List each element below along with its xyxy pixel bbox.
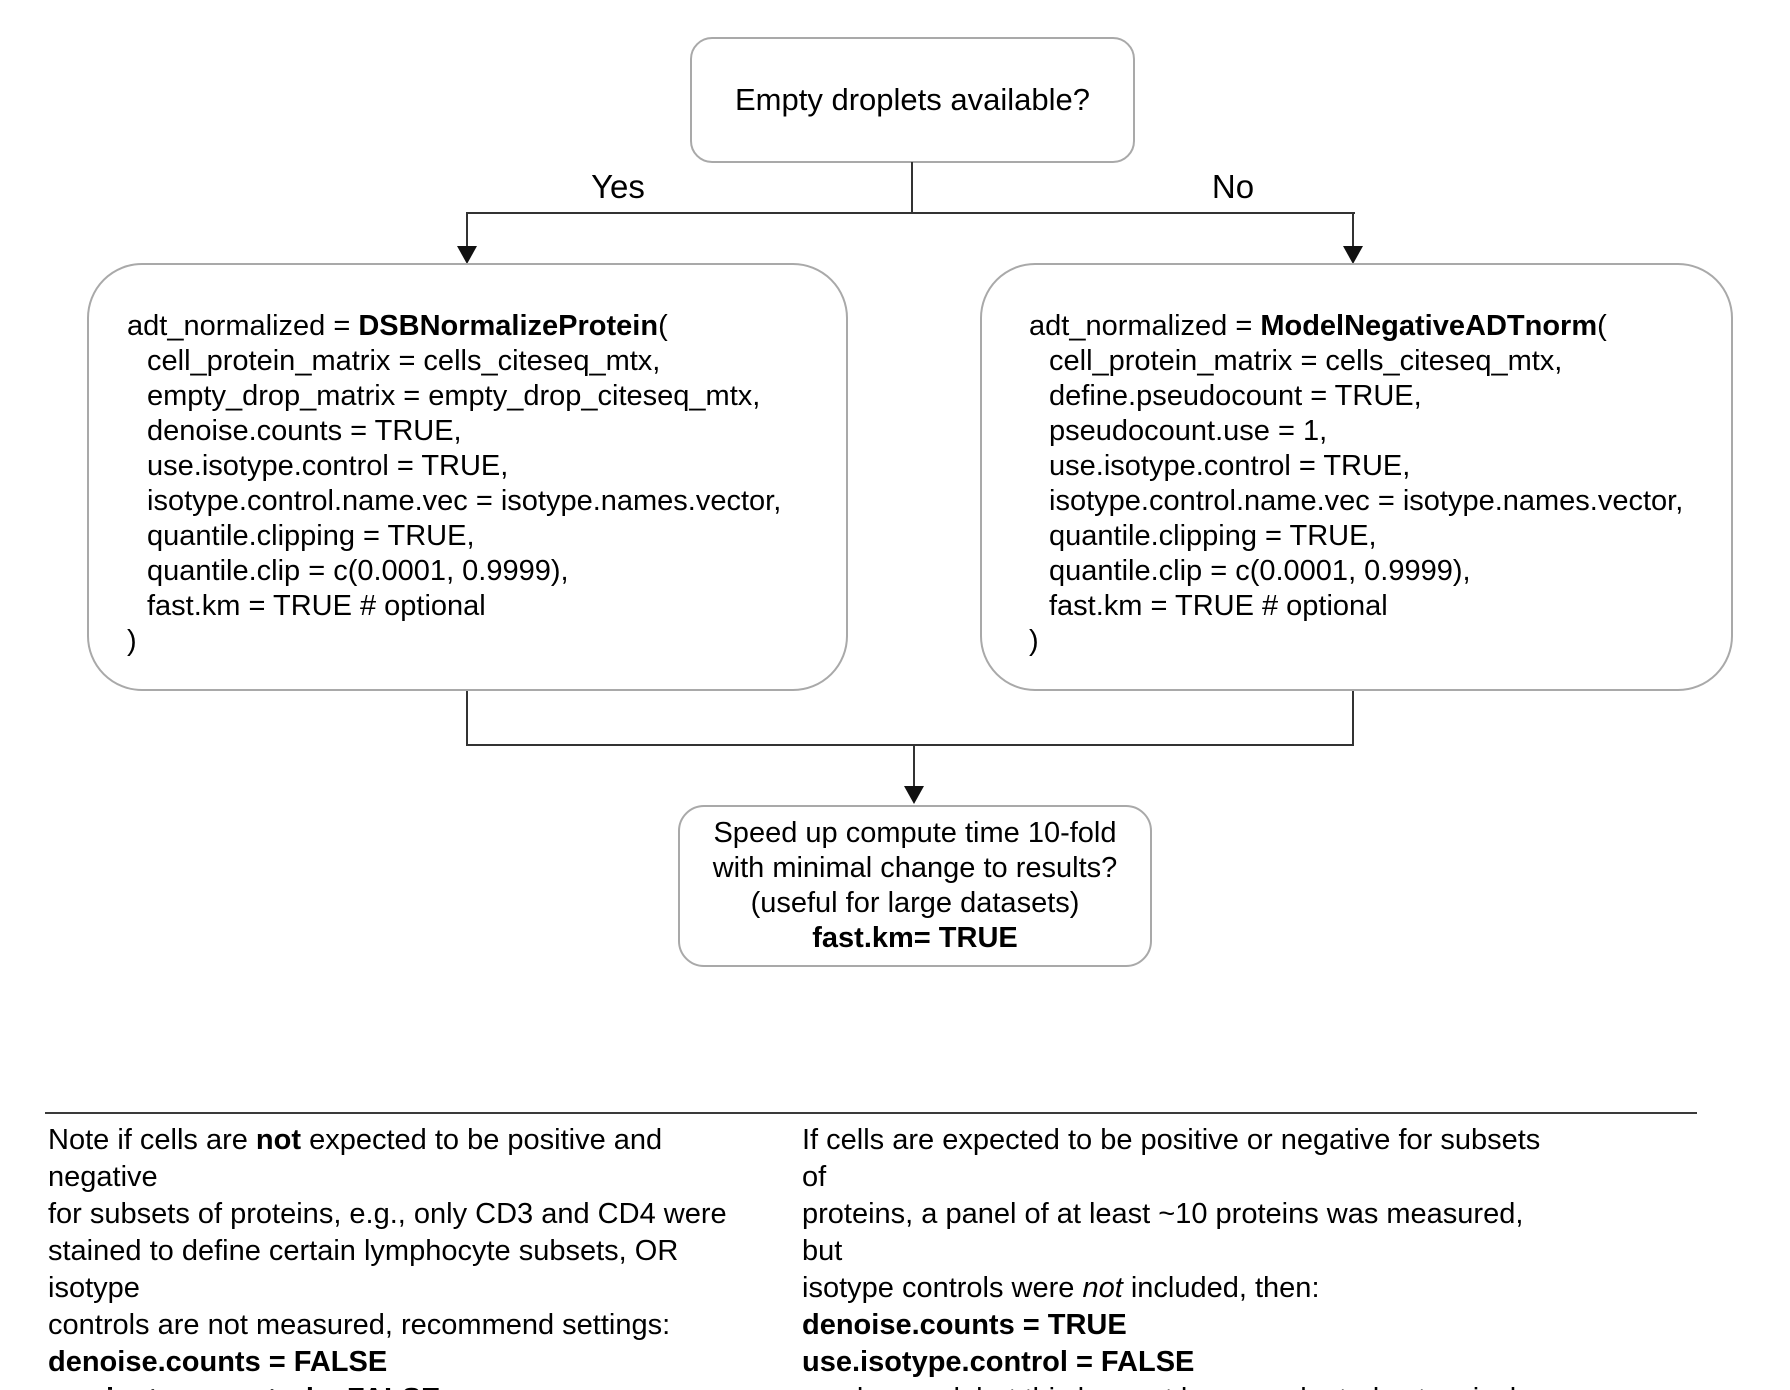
text-line: controls are not measured, recommend set…	[48, 1309, 671, 1341]
connector-left-down	[466, 691, 468, 746]
text-line: empty_drop_matrix = empty_drop_citeseq_m…	[147, 380, 761, 412]
text-line: quantile.clipping = TRUE,	[147, 520, 475, 552]
decision-box-empty-droplets: Empty droplets available?	[690, 37, 1135, 163]
connector-decision-stem	[911, 162, 913, 214]
arrow-down-icon	[1343, 246, 1363, 264]
text-line: quantile.clipping = TRUE,	[1049, 520, 1377, 552]
edge-label-yes: Yes	[591, 168, 645, 205]
arrow-down-icon	[904, 786, 924, 804]
text-line: denoise.counts = FALSE	[48, 1346, 388, 1378]
text-line: isotype controls were not included, then…	[802, 1272, 1320, 1304]
arrow-down-icon	[457, 246, 477, 264]
text-line: cell_protein_matrix = cells_citeseq_mtx,	[1049, 345, 1563, 377]
text-line: denoise.counts = TRUE	[802, 1309, 1127, 1341]
text-line: If cells are expected to be positive or …	[802, 1124, 1541, 1193]
note-no-isotype-controls: Note if cells are not expected to be pos…	[48, 1122, 738, 1390]
text-line: adt_normalized = ModelNegativeADTnorm(	[1029, 310, 1607, 342]
text-line: quantile.clip = c(0.0001, 0.9999),	[1049, 555, 1471, 587]
text-line: )	[1029, 625, 1039, 657]
text-line: stained to define certain lymphocyte sub…	[48, 1235, 679, 1304]
code-lines: adt_normalized = DSBNormalizeProtein(cel…	[89, 309, 832, 659]
text-line: can be used, but this has not been evalu…	[802, 1381, 1562, 1390]
text-line: define.pseudocount = TRUE,	[1049, 380, 1422, 412]
edge-label-no: No	[1211, 168, 1255, 205]
text-line: fast.km= TRUE	[812, 922, 1018, 954]
connector-branch-line	[466, 212, 1355, 214]
note-isotype-controls-missing: If cells are expected to be positive or …	[802, 1122, 1562, 1390]
text-line: use.isotype.control = FALSE	[48, 1381, 738, 1390]
text-line: denoise.counts = TRUE,	[147, 415, 462, 447]
text-line: use.isotype.control = FALSE	[802, 1346, 1195, 1378]
code-box-model-negative-adtnorm: adt_normalized = ModelNegativeADTnorm(ce…	[980, 263, 1733, 691]
text-line: Speed up compute time 10-fold	[713, 817, 1117, 849]
text-line: fast.km = TRUE # optional	[147, 590, 486, 622]
connector-speed-stem	[913, 744, 915, 788]
text-line: use.isotype.control = TRUE,	[1049, 450, 1411, 482]
text-line: pseudocount.use = 1,	[1049, 415, 1328, 447]
text-line: cell_protein_matrix = cells_citeseq_mtx,	[147, 345, 661, 377]
connector-merge-line	[466, 744, 1354, 746]
code-lines: adt_normalized = ModelNegativeADTnorm(ce…	[982, 309, 1717, 659]
text-line: isotype.control.name.vec = isotype.names…	[147, 485, 782, 517]
connector-yes-stem	[466, 212, 468, 248]
decision-box-label: Empty droplets available?	[735, 82, 1090, 117]
footnote-divider	[45, 1112, 1697, 1114]
text-line: isotype.control.name.vec = isotype.names…	[1049, 485, 1684, 517]
code-box-dsb-normalize-protein: adt_normalized = DSBNormalizeProtein(cel…	[87, 263, 848, 691]
text-line: (useful for large datasets)	[750, 887, 1080, 919]
connector-no-stem	[1352, 212, 1354, 248]
text-line: for subsets of proteins, e.g., only CD3 …	[48, 1198, 727, 1230]
text-line: quantile.clip = c(0.0001, 0.9999),	[147, 555, 569, 587]
text-line: )	[127, 625, 137, 657]
text-line: Note if cells are not expected to be pos…	[48, 1124, 663, 1193]
text-line: fast.km = TRUE # optional	[1049, 590, 1388, 622]
text-line: use.isotype.control = TRUE,	[147, 450, 509, 482]
text-line: proteins, a panel of at least ~10 protei…	[802, 1198, 1524, 1267]
text-line: adt_normalized = DSBNormalizeProtein(	[127, 310, 668, 342]
connector-right-down	[1352, 691, 1354, 746]
text-line: with minimal change to results?	[712, 852, 1118, 884]
